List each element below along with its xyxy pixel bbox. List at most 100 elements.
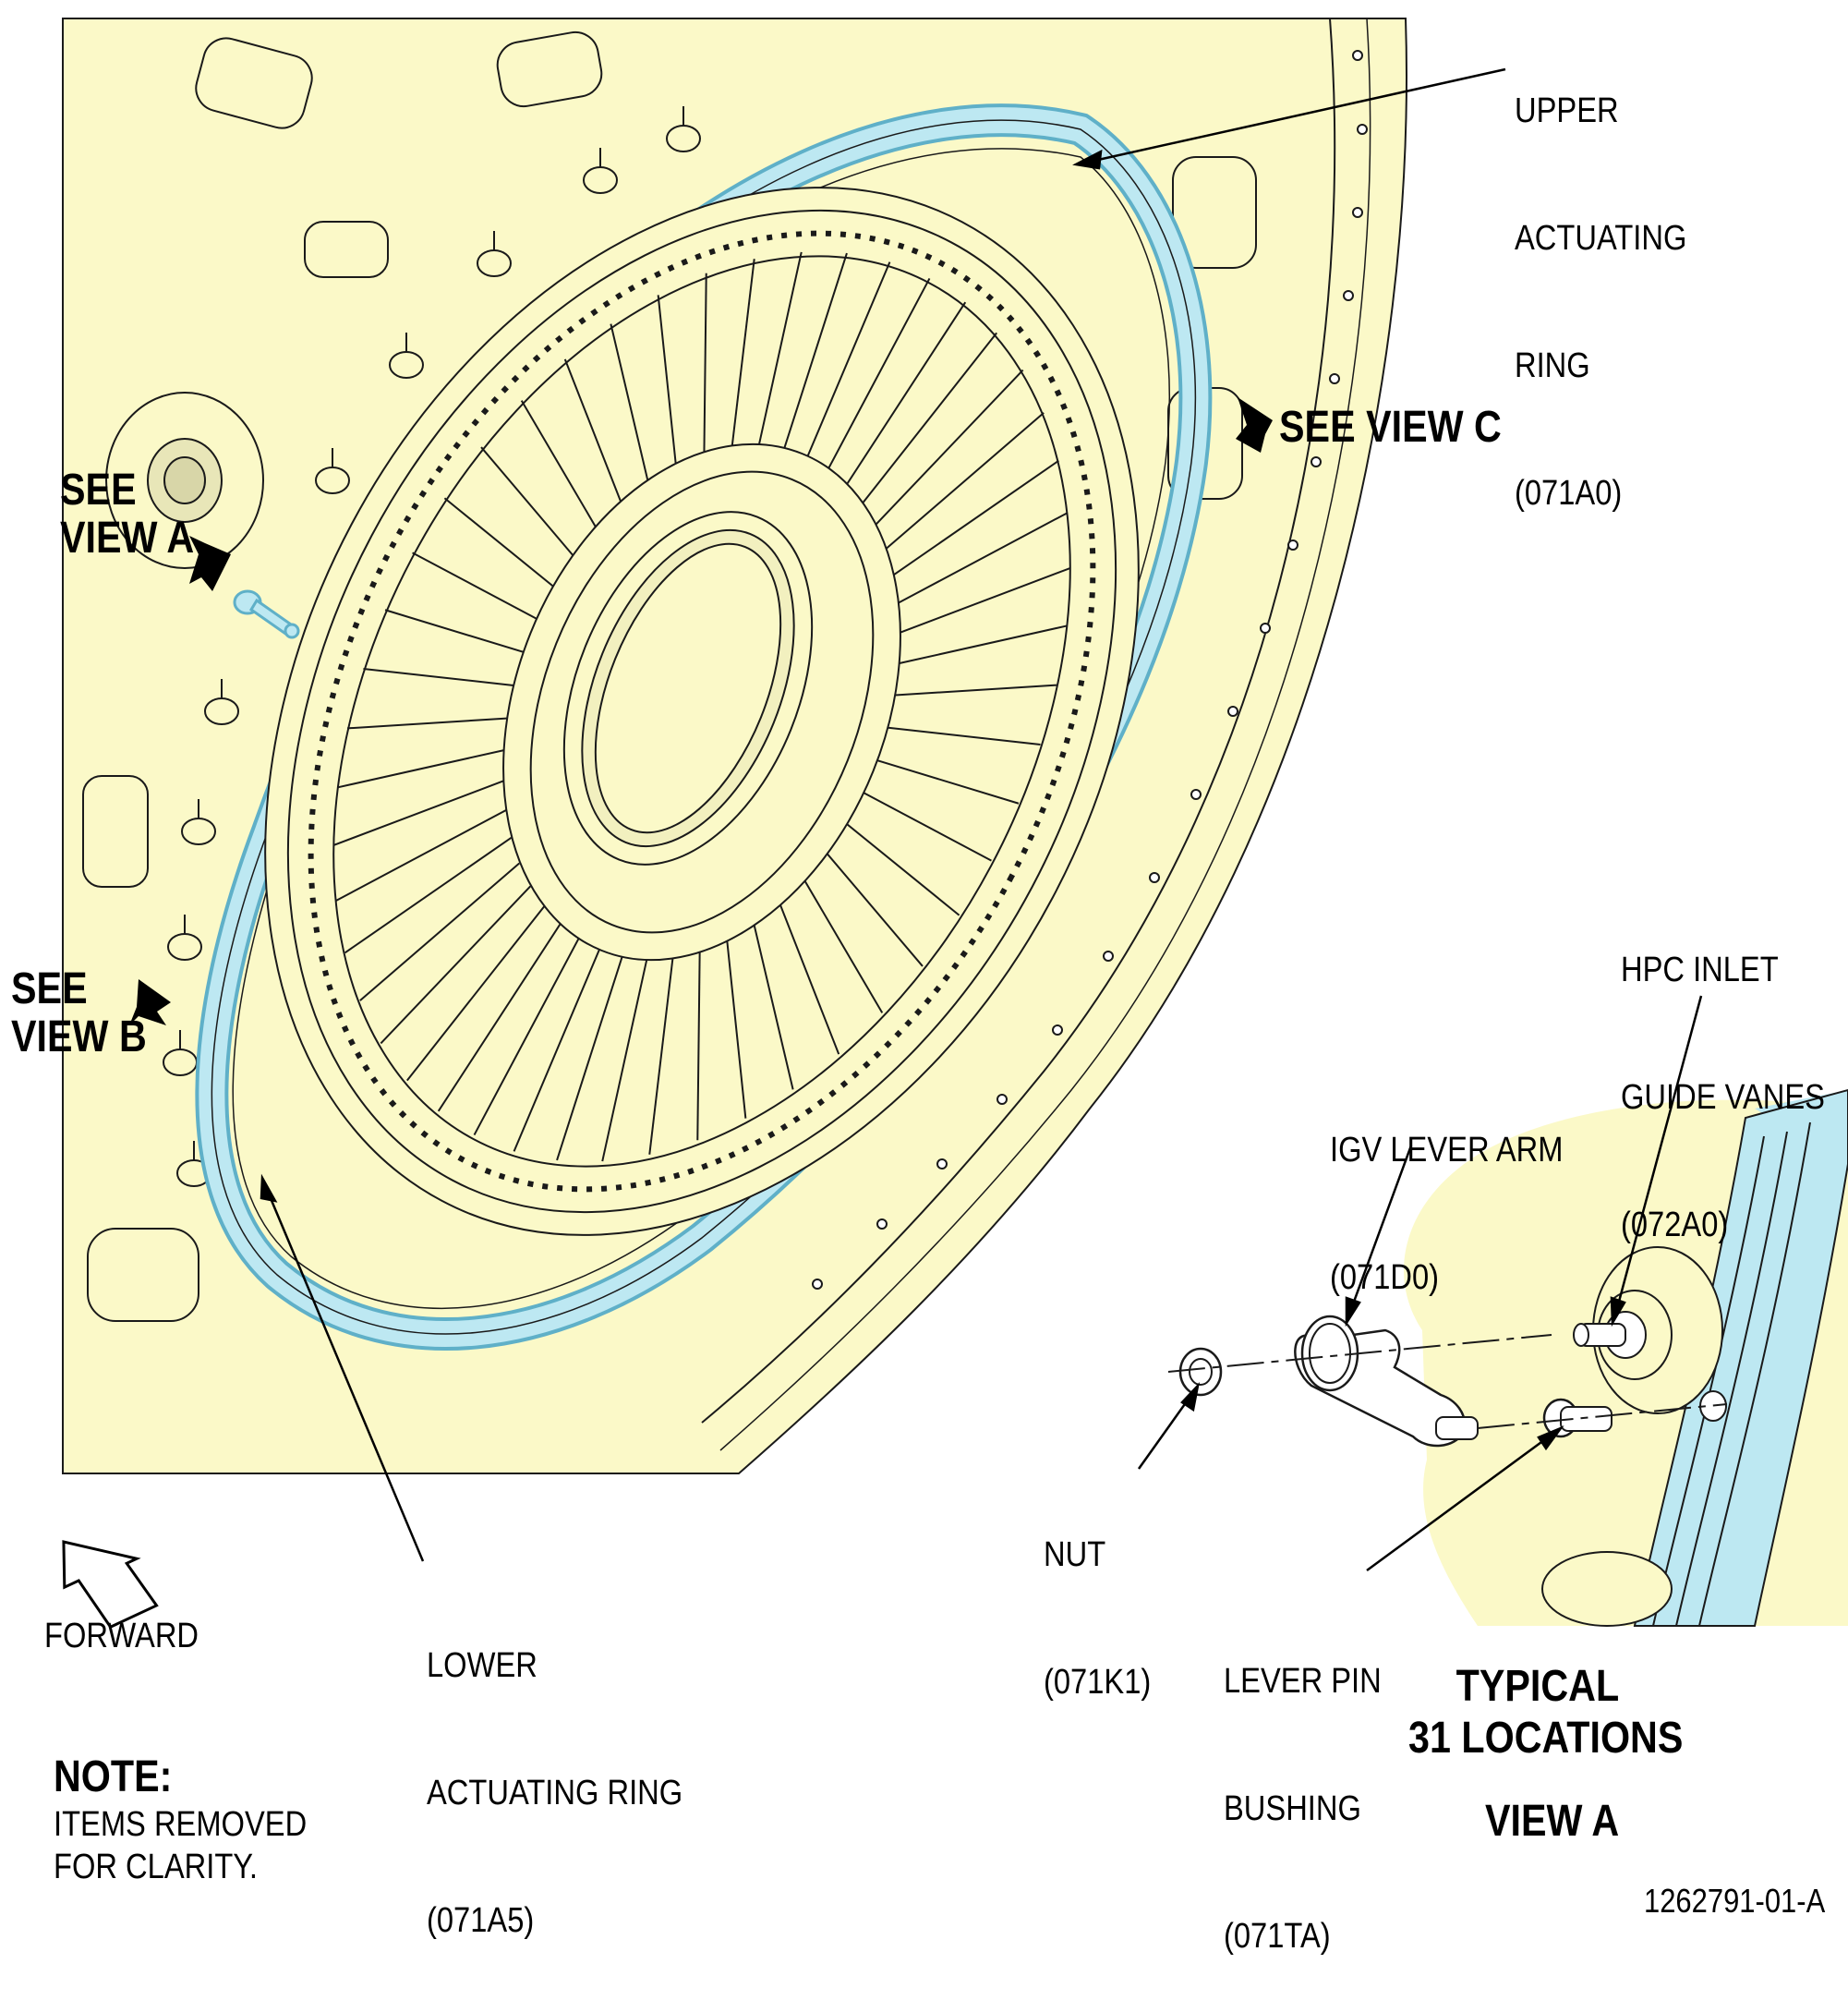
callout-line: VIEW A: [60, 514, 195, 563]
lower-ring-label-line: ACTUATING RING: [427, 1774, 683, 1812]
guide-vanes: [332, 251, 1071, 1162]
view-b-arrow: [129, 979, 171, 1025]
vane-blade: [473, 934, 582, 1136]
hpc-vanes-label-line: GUIDE VANES: [1621, 1078, 1825, 1117]
vane-blade: [891, 684, 1057, 697]
nut-label-line: (071K1): [1044, 1663, 1152, 1702]
view-a-title: VIEW A: [1485, 1797, 1620, 1846]
vane-blade: [898, 567, 1071, 635]
lever-arm-label: IGV LEVER ARM (071D0): [1330, 1044, 1563, 1341]
vane-blade: [896, 624, 1067, 665]
vane-blade: [858, 332, 997, 508]
vane-blade: [556, 948, 626, 1161]
upper-ring-label-line: UPPER: [1515, 91, 1619, 130]
vane-blade: [872, 369, 1024, 528]
callout-line: SEE: [11, 964, 88, 1013]
vane-blade: [891, 459, 1059, 576]
leader-lines: [260, 67, 1506, 1562]
igv-actuator-studs: [163, 106, 701, 1187]
vane-blade: [724, 926, 747, 1119]
vane-blade: [337, 748, 508, 789]
vane-blade: [406, 905, 546, 1082]
case-bosses: [82, 30, 1257, 1322]
forward-label: FORWARD: [44, 1617, 199, 1655]
upper-ring-label: UPPER ACTUATING RING (071A0): [1515, 5, 1686, 557]
vane-blade: [822, 277, 931, 479]
vane-blade: [819, 844, 924, 967]
view-c-arrow: [1236, 397, 1273, 453]
lever-arm-label-line: IGV LEVER ARM: [1330, 1131, 1564, 1170]
see-view-c-callout: SEE VIEW C: [1279, 403, 1502, 452]
note-title: NOTE:: [54, 1752, 173, 1801]
upper-ring-label-line: RING: [1515, 346, 1590, 385]
vane-blade: [657, 295, 680, 488]
vane-blade: [801, 261, 891, 470]
vane-blade: [332, 779, 506, 846]
note-line: FOR CLARITY.: [54, 1848, 258, 1886]
vane-blade: [728, 259, 755, 468]
vane-blade: [897, 512, 1069, 605]
note-line: ITEMS REMOVED: [54, 1805, 308, 1844]
vane-blade: [344, 837, 513, 954]
vane-blade: [384, 609, 533, 656]
vane-blade: [443, 497, 565, 597]
view-a-arrow: [189, 536, 231, 591]
vane-blade: [841, 301, 967, 492]
nut-label-line: NUT: [1044, 1535, 1106, 1574]
typical-locations-label: TYPICAL 31 LOCATIONS: [1408, 1663, 1683, 1763]
typical-line: TYPICAL: [1455, 1662, 1620, 1711]
vane-blade: [437, 921, 562, 1112]
bushing-label: LEVER PIN BUSHING (071TA): [1224, 1575, 1382, 2000]
flange-holes: [812, 50, 1368, 1290]
lower-ring-label: LOWER ACTUATING RING (071A5): [427, 1559, 682, 1984]
vane-blade: [412, 552, 548, 625]
see-view-a-callout: SEE VIEW A: [60, 467, 194, 563]
lower-ring-label-line: LOWER: [427, 1646, 537, 1685]
vane-blade: [610, 323, 654, 503]
vane-blade: [696, 938, 701, 1141]
vane-blade: [774, 891, 840, 1055]
vane-blade: [520, 400, 607, 544]
view-a-detail: [1137, 995, 1848, 1627]
note-block: NOTE: ITEMS REMOVED FOR CLARITY.: [54, 1753, 348, 1888]
vane-blade: [778, 252, 848, 466]
vane-blade: [380, 885, 532, 1045]
vane-blade: [347, 717, 513, 730]
hpc-vanes-label: HPC INLET GUIDE VANES (072A0): [1621, 864, 1825, 1289]
vane-blade: [563, 358, 630, 522]
vane-blade: [856, 788, 992, 862]
typical-line: 31 LOCATIONS: [1408, 1714, 1684, 1763]
upper-ring-label-line: (071A0): [1515, 474, 1623, 513]
vane-blade: [754, 251, 803, 465]
view-a-lever: [233, 589, 300, 639]
bushing-label-line: (071TA): [1224, 1917, 1331, 1956]
figure-id: 1262791-01-A: [1644, 1882, 1826, 1920]
see-view-b-callout: SEE VIEW B: [11, 965, 147, 1061]
forward-arrow-icon: [62, 1540, 159, 1630]
nut-label: NUT (071K1): [1044, 1448, 1151, 1746]
vane-blade: [363, 667, 522, 687]
callout-line: VIEW B: [11, 1012, 147, 1061]
vane-blade: [335, 808, 507, 902]
vane-blade: [513, 943, 603, 1152]
lever-arm-label-line: (071D0): [1330, 1258, 1440, 1297]
vane-blade: [884, 412, 1045, 552]
vane-blade: [703, 273, 707, 476]
vane-blade: [882, 726, 1041, 746]
vane-blade: [480, 446, 585, 569]
vane-blade: [601, 949, 650, 1162]
callout-arrows: [129, 397, 1273, 1025]
hpc-vanes-label-line: (072A0): [1621, 1206, 1729, 1244]
bushing-label-line: LEVER PIN: [1224, 1662, 1382, 1701]
vane-blade: [797, 869, 884, 1013]
upper-ring-label-line: ACTUATING: [1515, 219, 1687, 258]
hpc-vanes-label-line: HPC INLET: [1621, 951, 1779, 989]
vane-blade: [750, 911, 794, 1090]
callout-line: SEE: [60, 466, 137, 515]
engine-illustration: [62, 18, 1848, 1630]
vane-blade: [871, 758, 1020, 805]
hub: [502, 442, 901, 962]
vane-blade: [648, 945, 676, 1155]
vane-blade: [839, 817, 960, 916]
bushing-label-line: BUSHING: [1224, 1789, 1361, 1828]
